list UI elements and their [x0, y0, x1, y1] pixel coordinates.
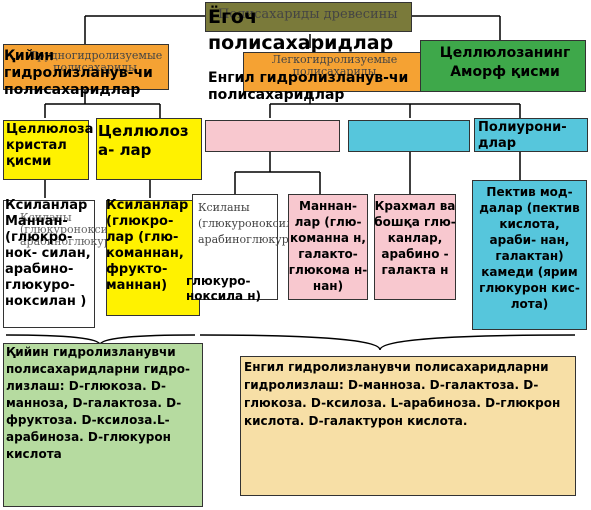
hemicellulose-pink-box: [205, 120, 340, 152]
amorphous-box: [420, 40, 586, 92]
pectin-label: Пектив мод- далар (пектив кислота, араби…: [479, 185, 580, 311]
pectin-box: [472, 180, 587, 330]
xylans-easy-label: глюкуро- ноксила н): [186, 274, 262, 303]
starch-label: Крахмал ва бошқа глю- канлар, арабино - …: [374, 199, 456, 277]
mannans-easy-box: [288, 194, 368, 300]
xylans-easy-ghost: Ксиланы (глюкуроноксилан, арабиноглюкуро…: [198, 201, 355, 246]
xylans-hard-box: [3, 200, 95, 328]
mannans-easy-label: Маннан- лар (глю- команна н, галакто- гл…: [288, 199, 368, 293]
xylans-hard-label: Ксиланлар Маннан- (глюкро- нок- силан, а…: [5, 198, 91, 309]
hard-hydrolysable-ghost: Трудногидролизуемые полисахариды: [30, 49, 163, 74]
top-box: [205, 2, 412, 32]
hard-products-box: [3, 343, 203, 507]
cellulosans-box: [96, 118, 202, 180]
cellulosans-label: Целлюлоз а- лар: [98, 122, 189, 159]
easy-products-box: [240, 356, 576, 496]
easy-products-label: Енгил гидролизланувчи полисахаридларни г…: [244, 360, 561, 428]
xylans-easy-box: [192, 194, 278, 300]
amorphous-label: Целлюлозанинг Аморф қисми: [439, 45, 571, 80]
mannans-hard-label: Ксиланлар (глюкро- лар (глю- команнан, ф…: [106, 198, 189, 293]
polyuronides-label: Полиурони- длар: [478, 120, 567, 151]
hard-hydrolysable-label: Қийин гидролизланув-чи полисахаридлар: [4, 48, 153, 98]
polyuronides-box: [474, 118, 588, 152]
top-label: Ёгоч полисахаридлар: [208, 6, 394, 54]
crystalline-cellulose-label: Целлюлоза кристал қисми: [6, 122, 94, 169]
top-ghost-text: Полисахариды древесины: [218, 7, 398, 22]
hard-hydrolysable-box: [3, 44, 169, 90]
easy-hydrolysable-label: Енгил гидролизланув-чи полисахаридлар: [208, 70, 409, 103]
mannans-hard-box: [106, 200, 200, 316]
easy-hydrolysable-box: [243, 52, 423, 92]
starch-box: [374, 194, 456, 300]
crystalline-cellulose-box: [3, 120, 89, 180]
easy-hydrolysable-ghost: Легкогидролизуемые полисахариды: [271, 53, 398, 78]
hard-products-label: Қийин гидролизланувчи полисахаридларни г…: [6, 345, 191, 461]
hemicellulose-blue-box: [348, 120, 470, 152]
